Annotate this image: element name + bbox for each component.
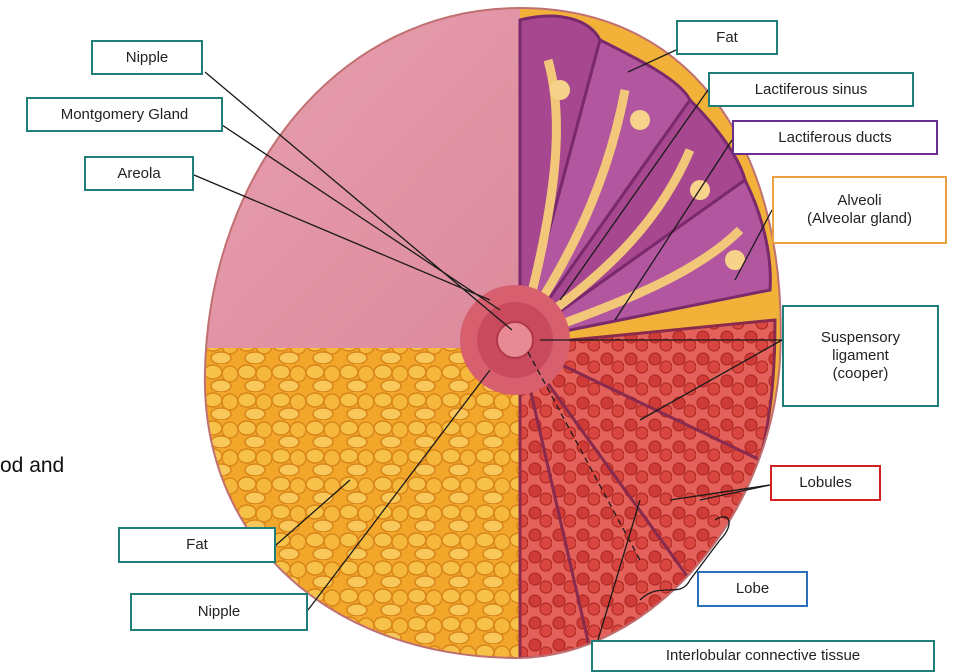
label-interlobular-connective-tissue: Interlobular connective tissue [591, 640, 935, 672]
label-montgomery-gland: Montgomery Gland [26, 97, 223, 132]
label-suspensory-ligament: Suspensory ligament (cooper) [782, 305, 939, 407]
label-areola: Areola [84, 156, 194, 191]
label-lactiferous-ducts: Lactiferous ducts [732, 120, 938, 155]
label-nipple-bottom: Nipple [130, 593, 308, 631]
label-fat-top: Fat [676, 20, 778, 55]
label-nipple-top: Nipple [91, 40, 203, 75]
label-fat-bottom: Fat [118, 527, 276, 563]
label-lobe: Lobe [697, 571, 808, 607]
label-alveoli: Alveoli (Alveolar gland) [772, 176, 947, 244]
label-lactiferous-sinus: Lactiferous sinus [708, 72, 914, 107]
skin-quadrant [190, 0, 530, 350]
label-lobules: Lobules [770, 465, 881, 501]
